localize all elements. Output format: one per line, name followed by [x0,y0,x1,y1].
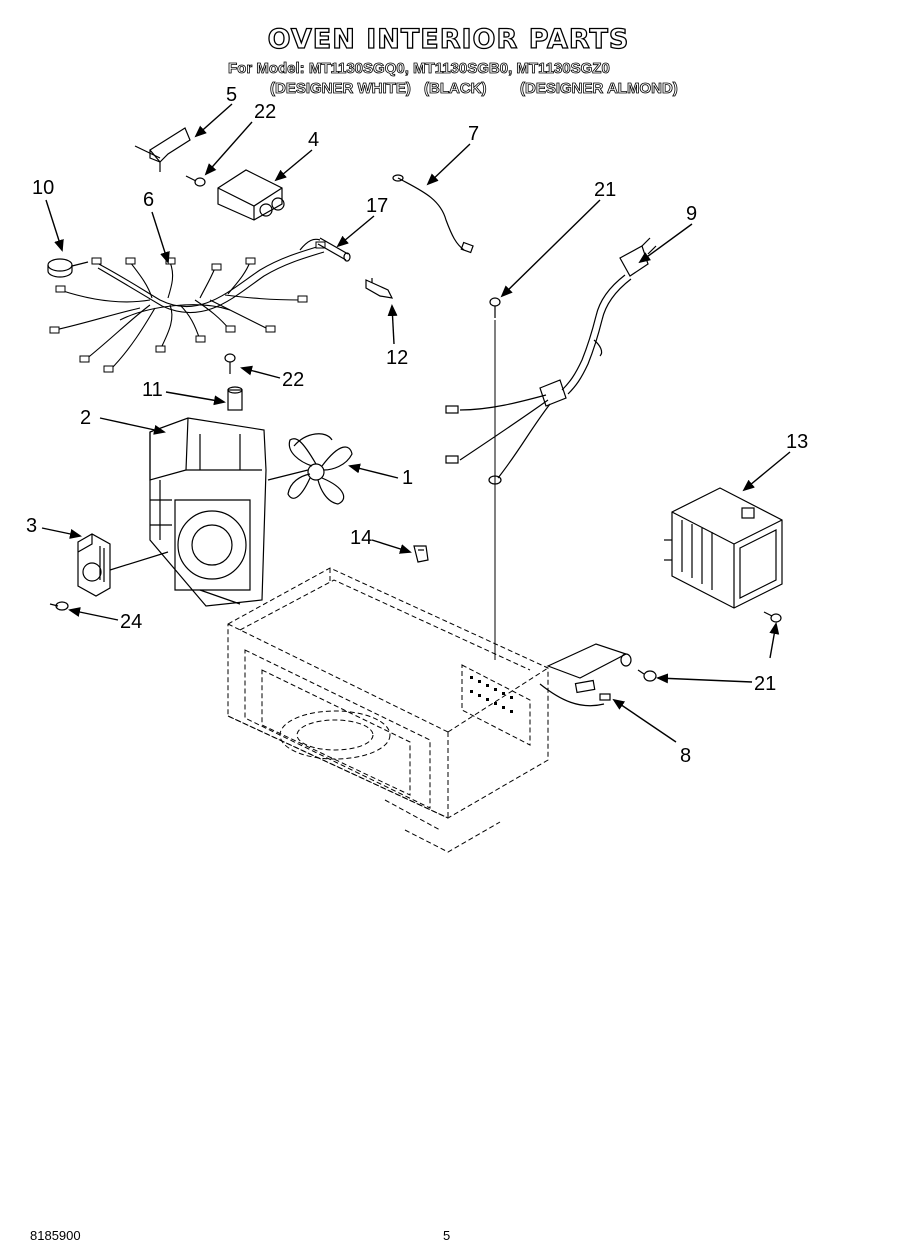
callout-24: 24 [120,611,142,633]
screw-part-21-right [763,611,782,623]
fuse-part-17 [299,237,351,262]
callout-3: 3 [26,515,37,537]
screw-part-22-mid [224,353,236,374]
variant-almond-label: (DESIGNER ALMOND) [520,80,679,98]
callout-5: 5 [226,84,237,106]
callout-numbers: 5 22 4 7 10 6 17 21 9 12 22 11 2 1 13 3 … [26,84,808,767]
callout-8: 8 [680,745,691,767]
thermostat-part-10 [47,258,89,278]
callout-2: 2 [80,407,91,429]
wiring-harness-part-6 [54,245,325,371]
screw-part-21-top [489,297,501,318]
callout-6: 6 [143,189,154,211]
callout-10: 10 [32,177,54,199]
capacitor-part-4 [217,169,285,221]
vent-perforations [470,676,513,713]
page-title: OVEN INTERIOR PARTS [267,23,630,55]
page-number: 5 [443,1228,451,1243]
power-cord-part-9 [445,237,657,479]
document-number: 8185900 [30,1228,81,1243]
model-list: For Model: MT1130SGQ0, MT1130SGB0, MT113… [228,60,611,78]
callout-13: 13 [786,431,808,453]
leader-lines [41,103,791,743]
bracket-part-5 [134,127,191,172]
oven-cavity-outline [227,567,549,853]
lamp-socket-part-11 [227,386,243,411]
callout-1: 1 [402,467,413,489]
fan-blade-part-1 [267,433,353,505]
callout-11: 11 [142,379,163,401]
screw-part-24 [49,601,69,611]
callout-4: 4 [308,129,319,151]
thermal-cutout-part-8 [539,643,632,707]
callout-12: 12 [386,347,408,369]
callout-22-top: 22 [254,101,276,123]
screw-part-22-top [185,175,206,187]
variant-white-label: (DESIGNER WHITE) [270,80,412,98]
motor-part-3 [77,533,169,597]
callout-22-mid: 22 [282,369,304,391]
wire-part-7 [392,174,474,254]
clip-part-12 [365,278,394,299]
ground-ring-terminal [488,475,502,485]
callout-9: 9 [686,203,697,225]
magnetron-part-13 [664,487,783,609]
callout-7: 7 [468,123,479,145]
variant-black-label: (BLACK) [424,80,487,98]
screw-part-21-lower [637,669,657,682]
callout-21-right: 21 [754,673,776,695]
callout-17: 17 [366,195,388,217]
callout-14: 14 [350,527,372,549]
callout-21-top: 21 [594,179,616,201]
clip-part-14 [413,545,429,563]
duct-housing-part-2 [149,417,267,607]
